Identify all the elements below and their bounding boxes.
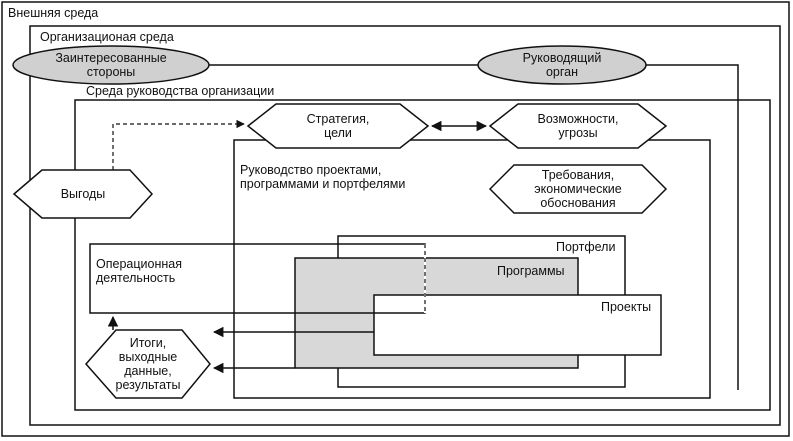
opportunities-label: Возможности, угрозы: [508, 112, 648, 140]
requirements-line3: обоснования: [540, 196, 616, 210]
strategy-line1: Стратегия,: [306, 112, 370, 126]
strategy-line2: цели: [324, 126, 352, 140]
management-line2: программами и портфелями: [240, 177, 406, 191]
requirements-hexagon: [488, 164, 668, 214]
projects-box: [373, 294, 662, 356]
governance-environment-label: Среда руководства организации: [86, 84, 275, 98]
strategy-hexagon: [246, 103, 430, 149]
governing-body-label: Руководящий орган: [490, 51, 634, 79]
opportunities-hexagon: [488, 103, 668, 149]
opportunities-line1: Возможности,: [537, 112, 619, 126]
portfolios-label: Портфели: [556, 240, 616, 254]
outcomes-label: Итоги, выходные данные, результаты: [102, 336, 194, 392]
requirements-line1: Требования,: [541, 168, 615, 182]
operations-line2: деятельность: [96, 271, 176, 285]
external-environment-label: Внешняя среда: [8, 6, 99, 20]
strategy-label: Стратегия, цели: [276, 112, 400, 140]
management-line1: Руководство проектами,: [240, 163, 382, 177]
governing-body-connector: [646, 64, 739, 390]
outcomes-line4: результаты: [115, 378, 181, 392]
outcomes-line3: данные,: [124, 364, 172, 378]
requirements-line2: экономические: [534, 182, 622, 196]
governing-body-line2: орган: [545, 65, 579, 79]
outcomes-hexagon: [84, 329, 211, 399]
governance-environment-frame: [74, 99, 771, 411]
governing-body-line1: Руководящий: [522, 51, 602, 65]
stakeholders-line2: стороны: [86, 65, 136, 79]
outcomes-line2: выходные: [118, 350, 178, 364]
organizational-environment-label: Организационая среда: [40, 30, 174, 44]
stakeholders-label: Заинтересованные стороны: [30, 51, 192, 79]
programs-label: Программы: [497, 264, 565, 278]
operations-label: Операционная деятельность: [96, 257, 182, 285]
stakeholders-line1: Заинтересованные: [55, 51, 167, 65]
management-label: Руководство проектами, программами и пор…: [240, 163, 405, 191]
benefits-to-strategy-dashed-arrow: [112, 119, 245, 170]
organizational-environment-frame: [29, 25, 781, 426]
opportunities-line2: угрозы: [558, 126, 598, 140]
operations-line1: Операционная: [96, 257, 182, 271]
outcomes-line1: Итоги,: [129, 336, 167, 350]
benefits-label: Выгоды: [60, 187, 106, 201]
requirements-label: Требования, экономические обоснования: [500, 168, 656, 210]
projects-label: Проекты: [601, 300, 652, 314]
benefits-hexagon: [12, 169, 154, 219]
management-frame: [233, 139, 711, 399]
